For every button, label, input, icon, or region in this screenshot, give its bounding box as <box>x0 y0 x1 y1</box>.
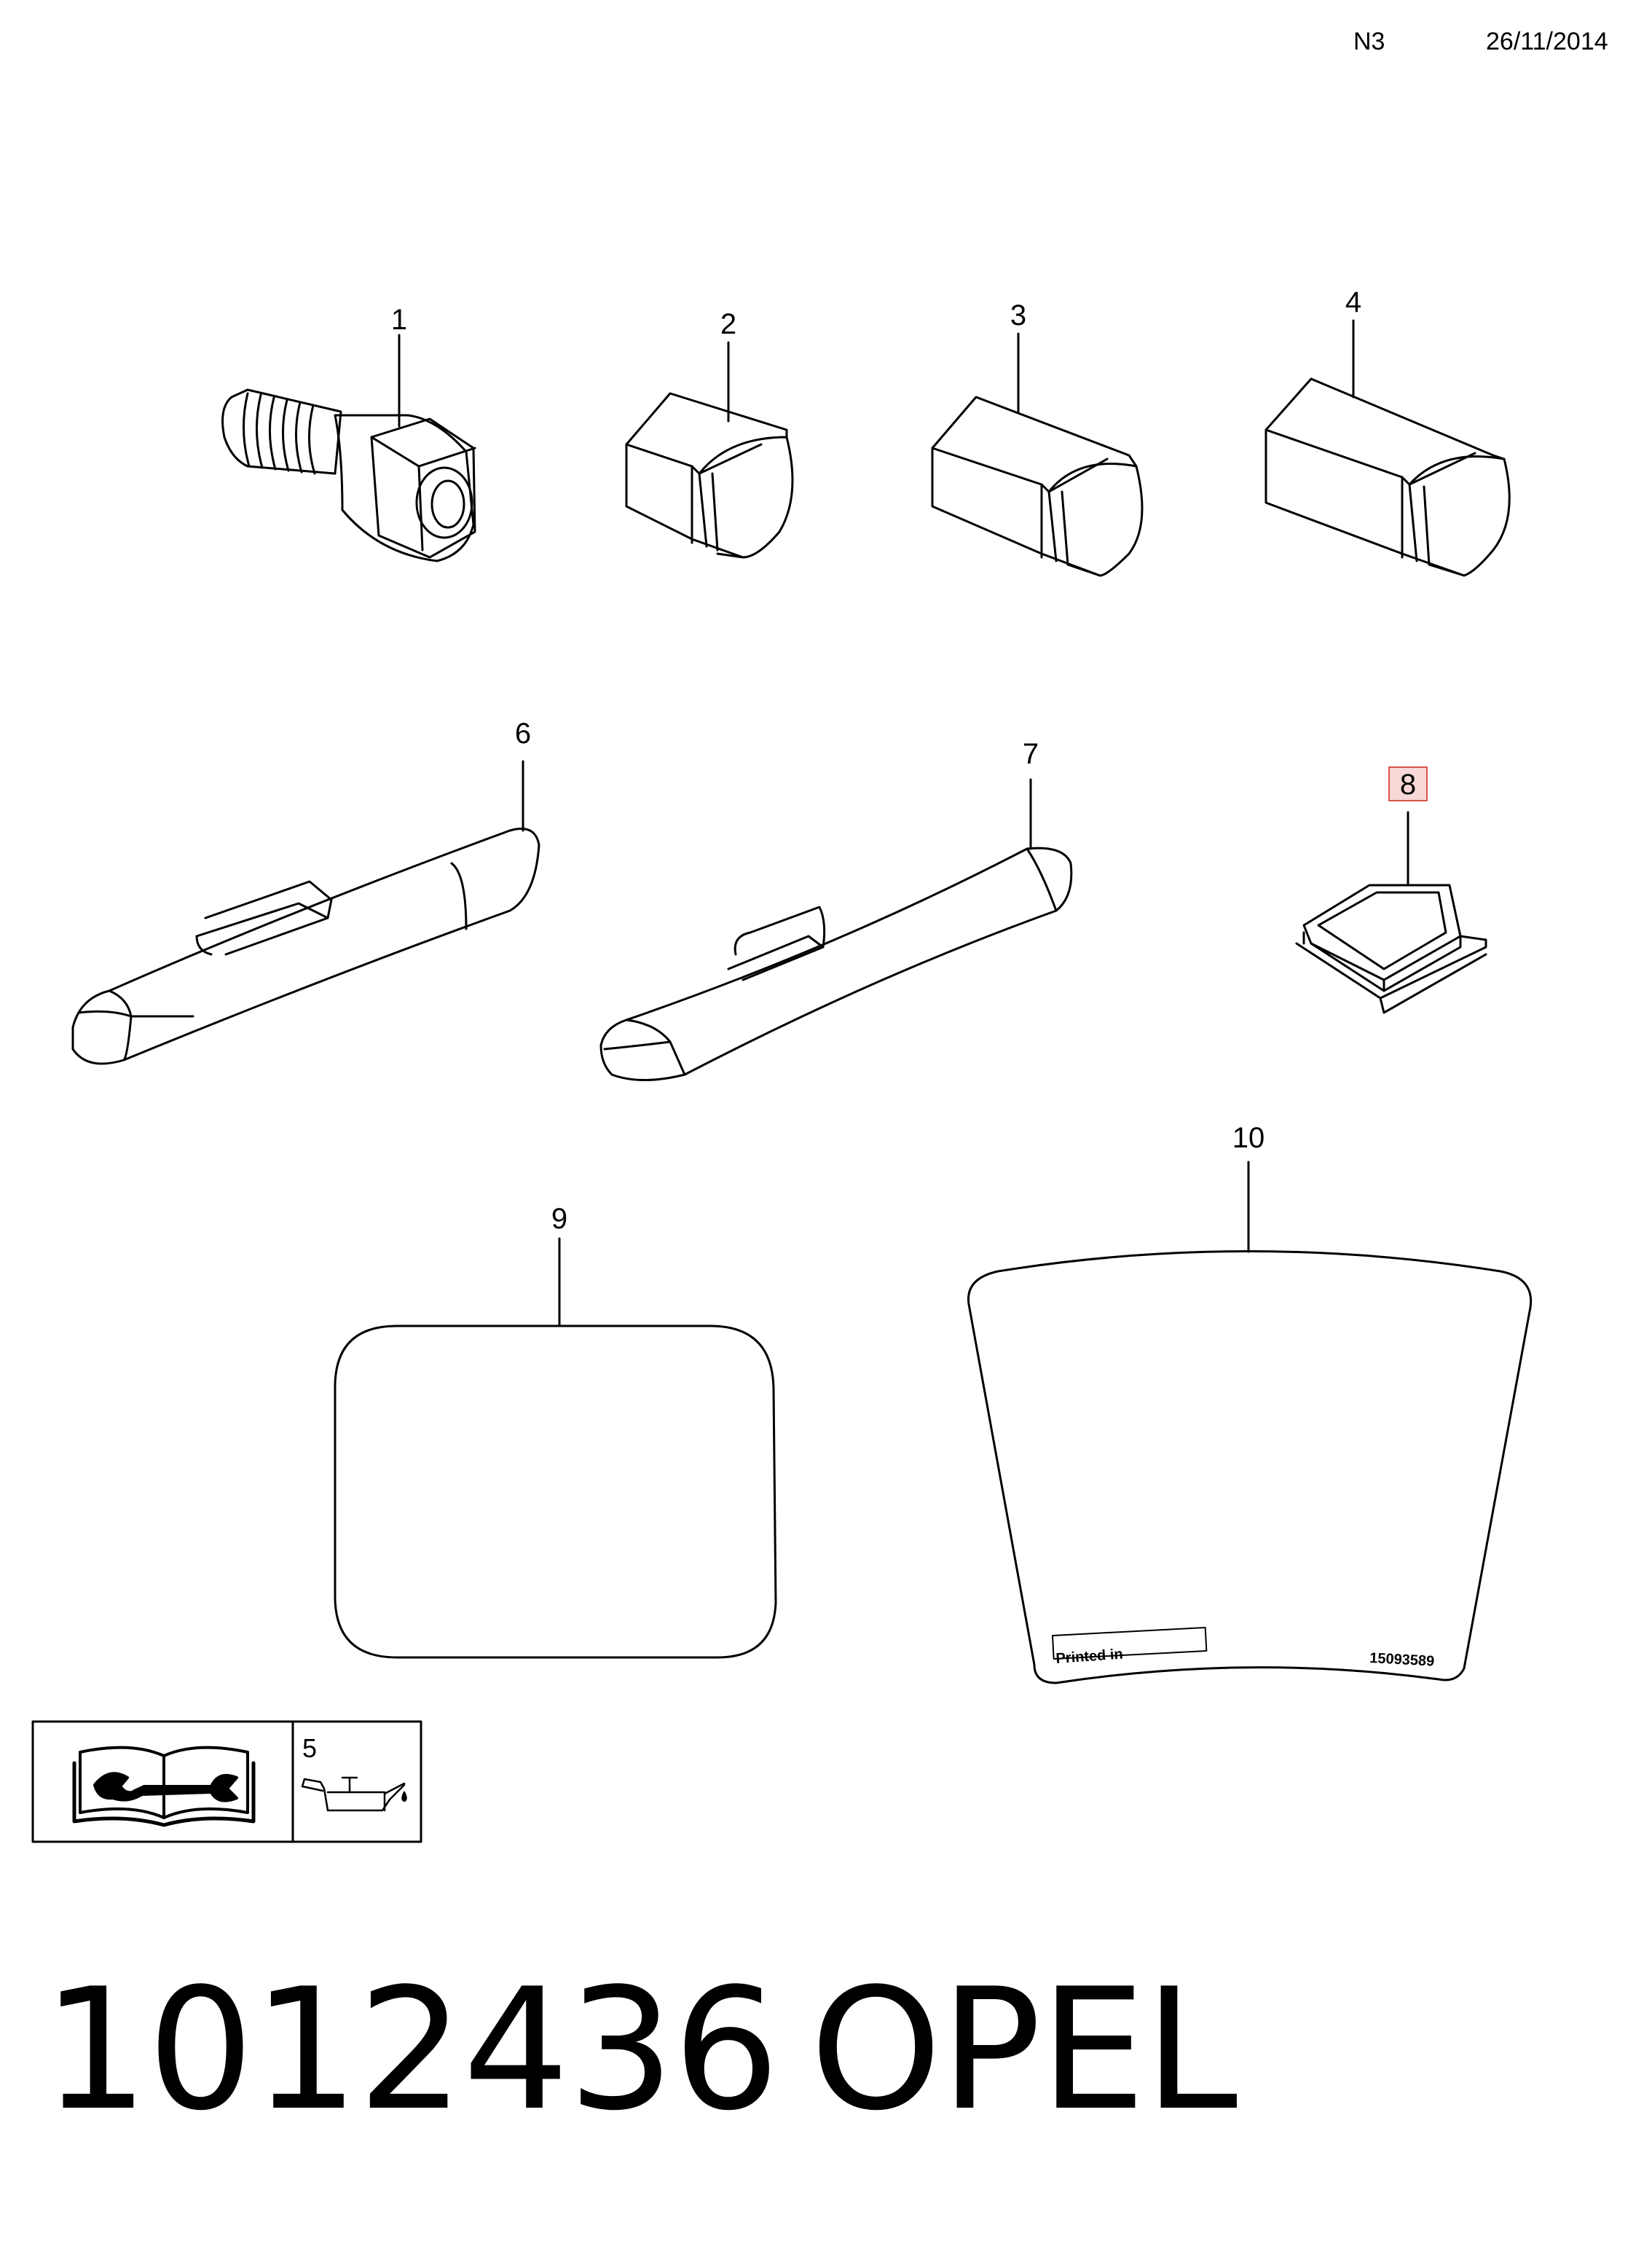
oil-can-icon <box>301 1776 407 1812</box>
callout-8: 8 <box>1400 769 1416 801</box>
part-1-wheel-bolt <box>221 334 476 562</box>
part-3-bolt-cap <box>931 332 1144 577</box>
label-printed-in: Printed in <box>1055 1647 1124 1667</box>
part-6-balance-weight <box>71 760 540 1065</box>
part-8-adhesive-weight <box>1295 766 1487 1014</box>
part-9-label-card <box>334 1237 777 1659</box>
callout-4: 4 <box>1345 286 1361 318</box>
part-4-bolt-cap <box>1264 319 1511 577</box>
callout-1: 1 <box>391 304 407 336</box>
manual-wrench-icon <box>72 1746 256 1827</box>
part-7-balance-weight <box>599 778 1073 1081</box>
footer-brand: OPEL <box>810 1953 1238 2148</box>
callout-3: 3 <box>1010 299 1026 331</box>
footer-part-number: 1012436 <box>42 1953 779 2148</box>
callout-8-highlight <box>1388 766 1428 801</box>
callout-10: 10 <box>1232 1122 1265 1154</box>
callout-5: 5 <box>302 1733 317 1763</box>
callout-9: 9 <box>551 1203 567 1235</box>
callout-2: 2 <box>720 308 736 340</box>
header-code: N3 <box>1353 28 1385 55</box>
callout-7: 7 <box>1023 738 1039 770</box>
label-part-number: 15093589 <box>1369 1650 1435 1670</box>
part-2-bolt-cap <box>625 341 794 559</box>
part-10-tire-label <box>967 1161 1533 1684</box>
header-date: 26/11/2014 <box>1486 28 1608 55</box>
info-box <box>31 1720 422 1843</box>
callout-6: 6 <box>515 718 531 750</box>
